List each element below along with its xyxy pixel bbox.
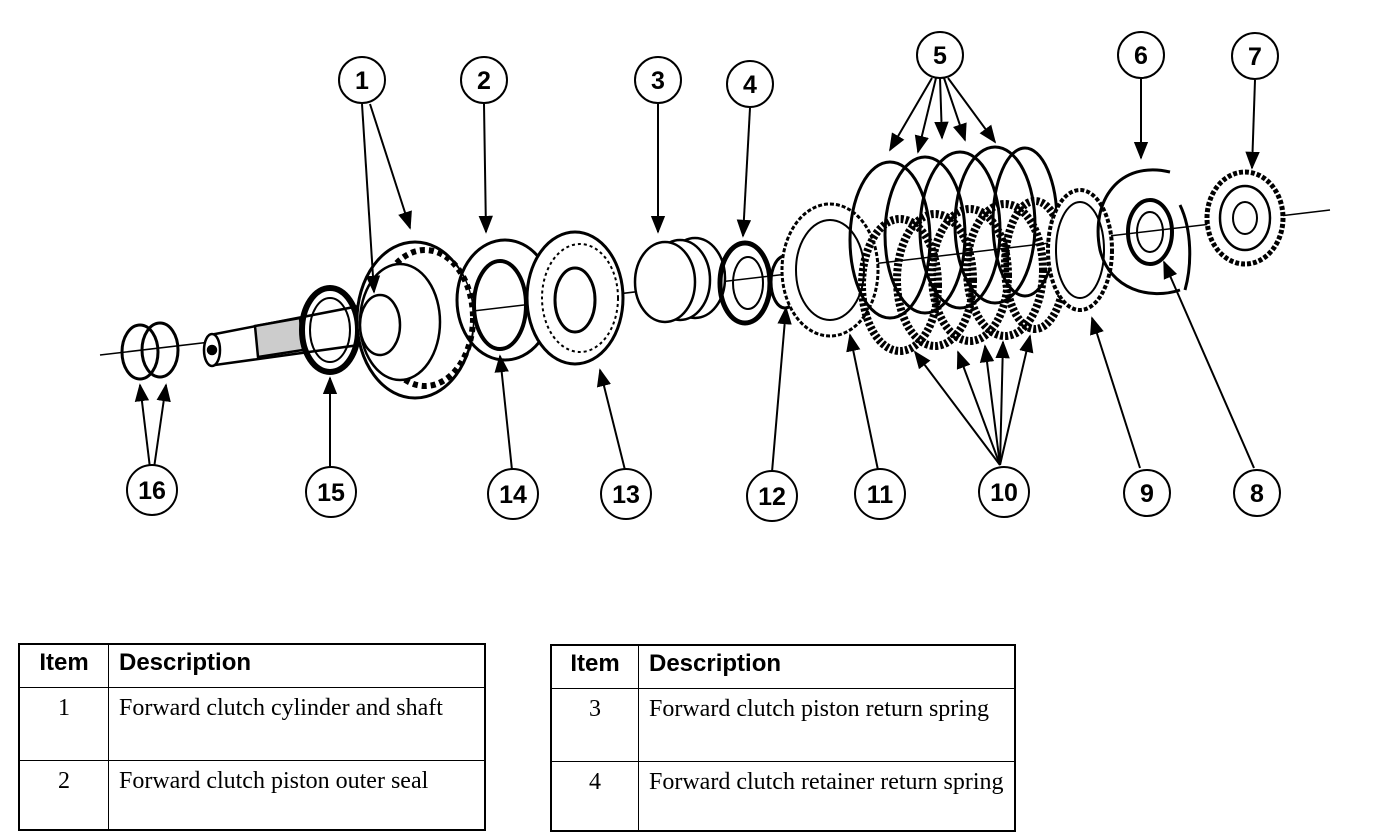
svg-text:15: 15 [317,479,345,507]
svg-text:9: 9 [1140,480,1154,508]
part-16-snap-rings [120,321,180,381]
part-3-return-spring [633,236,727,324]
svg-text:14: 14 [499,481,527,509]
part-8-thrust-washer [1126,198,1174,266]
svg-text:5: 5 [933,42,947,70]
item-number: 4 [550,761,639,832]
column-header-item: Item [18,643,109,688]
svg-text:1: 1 [355,67,369,95]
svg-text:8: 8 [1250,480,1264,508]
item-description: Forward clutch retainer return spring [638,761,1016,832]
part-6-snap-ring [1096,168,1192,296]
callout-11: 11 [854,468,906,520]
callout-16: 16 [126,464,178,516]
column-header-description: Description [108,643,486,688]
item-number: 3 [550,688,639,762]
item-description: Forward clutch piston return spring [638,688,1016,762]
part-1-clutch-cylinder [355,240,476,400]
table-header-row: Item Description [18,643,486,688]
svg-text:6: 6 [1134,42,1148,70]
callout-3: 3 [634,56,682,104]
column-header-item: Item [550,644,639,689]
callout-8: 8 [1233,469,1281,517]
item-description: Forward clutch piston outer seal [108,760,486,831]
svg-text:4: 4 [743,71,757,99]
callout-7: 7 [1231,32,1279,80]
item-number: 2 [18,760,109,831]
callout-14: 14 [487,468,539,520]
part-7-hub [1204,169,1286,267]
callout-5: 5 [916,31,964,79]
callout-15: 15 [305,466,357,518]
table-row: 2 Forward clutch piston outer seal [18,760,486,831]
part-9-plate [1046,188,1114,312]
table-row: 4 Forward clutch retainer return spring [550,761,1016,832]
column-header-description: Description [638,644,1016,689]
leader-arrows [134,77,1260,473]
svg-text:13: 13 [612,481,640,509]
part-11-pressure-plate [780,202,880,338]
item-description: Forward clutch cylinder and shaft [108,687,486,761]
callout-12: 12 [746,470,798,522]
part-5-steel-plates [848,145,1059,320]
part-4-retainer [717,240,773,326]
parts-table-right: Item Description 3 Forward clutch piston… [550,644,1016,832]
exploded-view-diagram: 1 2 3 4 5 6 7 8 9 10 11 12 [99,31,1331,522]
svg-text:11: 11 [867,481,894,509]
svg-text:10: 10 [990,479,1018,507]
callout-2: 2 [460,56,508,104]
table-row: 1 Forward clutch cylinder and shaft [18,687,486,761]
svg-text:3: 3 [651,67,665,95]
svg-text:7: 7 [1248,43,1262,71]
callout-13: 13 [600,468,652,520]
callout-4: 4 [726,60,774,108]
callout-1: 1 [338,56,386,104]
parts-table-left: Item Description 1 Forward clutch cylind… [18,643,486,831]
callout-10: 10 [978,466,1030,518]
table-header-row: Item Description [550,644,1016,689]
callout-9: 9 [1123,469,1171,517]
svg-text:16: 16 [138,477,166,505]
svg-text:2: 2 [477,67,491,95]
callout-6: 6 [1117,31,1165,79]
item-number: 1 [18,687,109,761]
svg-text:12: 12 [758,483,786,511]
part-13-piston [525,230,625,366]
table-row: 3 Forward clutch piston return spring [550,688,1016,762]
